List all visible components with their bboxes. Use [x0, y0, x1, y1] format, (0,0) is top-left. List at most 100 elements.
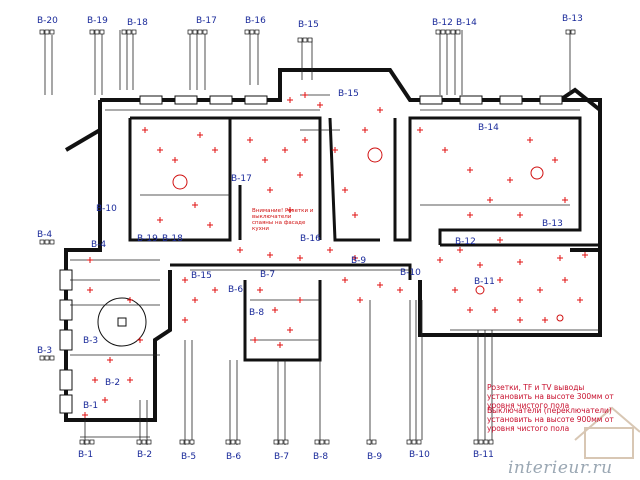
- terminal-cell: [89, 29, 95, 35]
- socket-mark: [302, 92, 308, 98]
- terminal-cell: [254, 29, 260, 35]
- terminal-cell: [131, 29, 137, 35]
- room-label-b10: B-10: [96, 204, 117, 214]
- socket-mark: [457, 247, 463, 253]
- sockets: [82, 92, 588, 418]
- terminal-cell: [371, 439, 377, 445]
- socket-mark: [192, 202, 198, 208]
- socket-mark: [192, 297, 198, 303]
- socket-mark: [397, 287, 403, 293]
- terminal-cell: [488, 439, 494, 445]
- socket-mark: [487, 197, 493, 203]
- walls: [64, 68, 602, 422]
- terminal-cell: [39, 29, 45, 35]
- socket-mark: [272, 307, 278, 313]
- room-label-b15: B-15: [338, 89, 359, 99]
- label-b3-left: B-3: [37, 346, 53, 356]
- socket-mark: [212, 287, 218, 293]
- wires: [44, 30, 600, 445]
- terminal-cell: [273, 439, 279, 445]
- socket-mark: [237, 247, 243, 253]
- windows: [59, 95, 563, 414]
- terminal-cell: [307, 37, 313, 43]
- socket-mark: [317, 102, 323, 108]
- terminal-cell: [126, 29, 132, 35]
- terminal-cell: [450, 29, 456, 35]
- terminal-cell: [197, 29, 203, 35]
- terminal-cell: [455, 29, 461, 35]
- room-label-b17: B-17: [231, 174, 252, 184]
- socket-mark: [437, 257, 443, 263]
- socket-mark: [137, 337, 143, 343]
- label-b6-bottom: B-6: [226, 452, 242, 462]
- socket-mark: [172, 157, 178, 163]
- socket-mark: [297, 255, 303, 261]
- house-watermark-icon: [574, 406, 640, 459]
- terminal-cell: [249, 29, 255, 35]
- socket-mark: [142, 127, 148, 133]
- socket-mark: [282, 147, 288, 153]
- label-b5-bottom: B-5: [181, 452, 197, 462]
- socket-mark: [257, 287, 263, 293]
- socket-mark: [197, 132, 203, 138]
- socket-mark: [562, 197, 568, 203]
- socket-mark: [182, 317, 188, 323]
- room-label-b18: B-18: [162, 234, 183, 244]
- terminal-cell: [416, 439, 422, 445]
- label-b18: B-18: [127, 18, 148, 28]
- socket-mark: [582, 252, 588, 258]
- socket-mark: [182, 277, 188, 283]
- terminal-cell: [565, 29, 571, 35]
- socket-mark: [287, 97, 293, 103]
- watermark: interieur.ru: [508, 458, 613, 478]
- terminal-cell: [478, 439, 484, 445]
- room-label-b10-lower: B-10: [400, 268, 421, 278]
- terminal-cell: [283, 439, 289, 445]
- socket-mark: [297, 172, 303, 178]
- terminal-cell: [244, 29, 250, 35]
- room-label-b3: B-3: [83, 336, 99, 346]
- socket-mark: [87, 287, 93, 293]
- room-label-b6: B-6: [228, 285, 244, 295]
- socket-mark: [417, 127, 423, 133]
- room-label-b14: B-14: [478, 123, 499, 133]
- terminal-cell: [225, 439, 231, 445]
- socket-mark: [527, 137, 533, 143]
- terminal-cell: [192, 29, 198, 35]
- inner-walls: [128, 116, 600, 362]
- label-b13: B-13: [562, 14, 583, 24]
- terminal-cell: [39, 239, 45, 245]
- socket-mark: [157, 147, 163, 153]
- socket-mark: [517, 212, 523, 218]
- socket-mark: [442, 147, 448, 153]
- terminal-cell: [445, 29, 451, 35]
- terminal-cell: [187, 29, 193, 35]
- room-label-b8: B-8: [249, 308, 265, 318]
- terminal-cell: [440, 29, 446, 35]
- socket-mark: [207, 222, 213, 228]
- socket-mark: [467, 167, 473, 173]
- socket-mark: [507, 177, 513, 183]
- socket-mark: [492, 307, 498, 313]
- switches-height-note: Выключатели (переключатели) установить н…: [487, 406, 614, 433]
- label-b20: B-20: [37, 16, 58, 26]
- terminal-cell: [49, 355, 55, 361]
- terminal-cell: [202, 29, 208, 35]
- socket-mark: [517, 259, 523, 265]
- room-label-b12: B-12: [455, 237, 476, 247]
- socket-mark: [87, 257, 93, 263]
- socket-mark: [302, 137, 308, 143]
- terminal-cell: [179, 439, 185, 445]
- label-b11-bottom: B-11: [473, 450, 494, 460]
- terminal-cell: [44, 355, 50, 361]
- terminal-cell: [99, 29, 105, 35]
- terminal-cell: [79, 439, 85, 445]
- label-b17: B-17: [196, 16, 217, 26]
- room-label-b16: B-16: [300, 234, 321, 244]
- terminal-cell: [44, 29, 50, 35]
- terminal-cell: [189, 439, 195, 445]
- room-label-b9: B-9: [351, 256, 367, 266]
- socket-mark: [92, 377, 98, 383]
- socket-mark: [537, 287, 543, 293]
